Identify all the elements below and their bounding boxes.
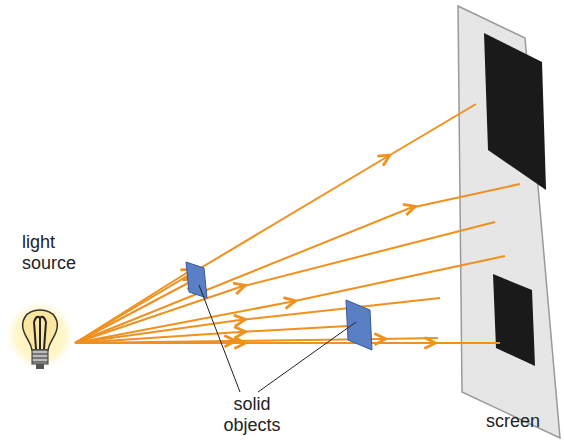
light-bulb: [4, 299, 76, 371]
leader-line: [258, 322, 356, 392]
solid-object: [186, 262, 207, 298]
leader-line: [199, 285, 240, 392]
light-rays: [75, 104, 520, 343]
large-shadow: [484, 33, 546, 190]
solid-object: [346, 300, 372, 350]
screen-label: screen: [478, 411, 548, 432]
light-source-label: light source: [22, 232, 92, 274]
screen: [458, 6, 560, 438]
solid-objects-label: solid objects: [212, 394, 292, 436]
small-shadow: [493, 274, 535, 366]
